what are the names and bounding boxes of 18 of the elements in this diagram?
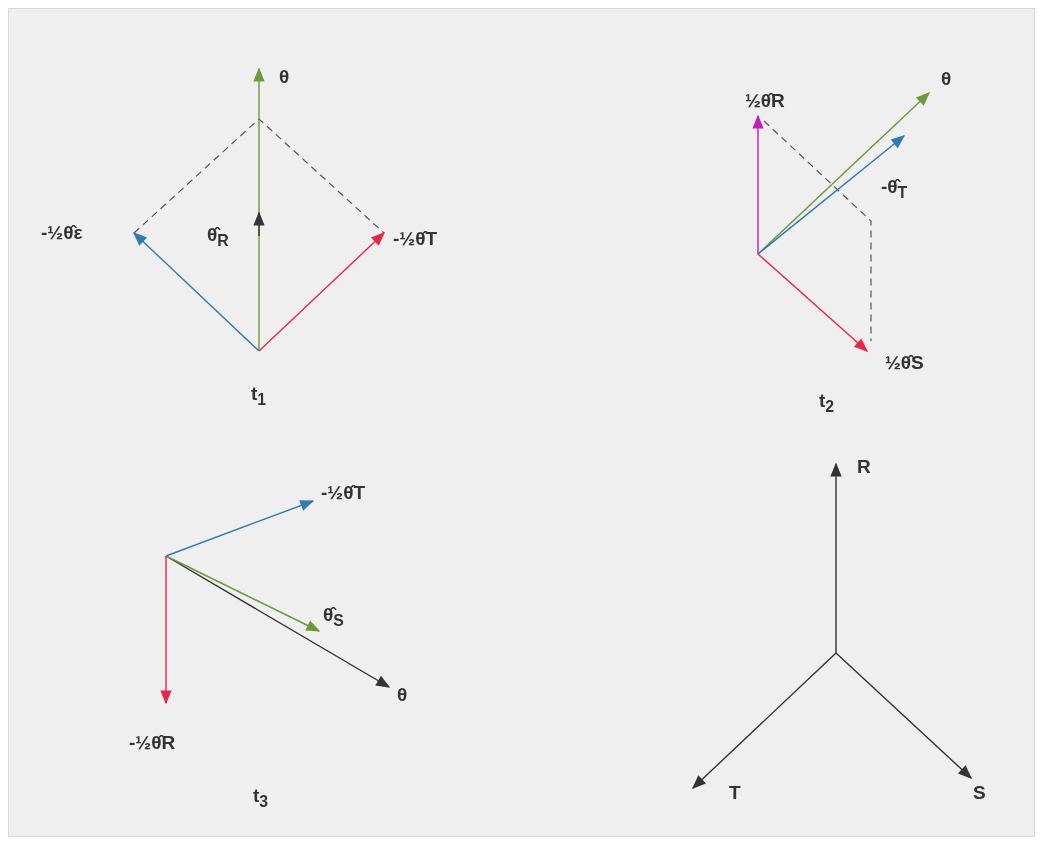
- phasor-label: -½θ̂T: [393, 229, 438, 248]
- time-label: t$_{2}$: [819, 391, 835, 415]
- phasor-label: θ: [397, 685, 408, 704]
- phasor-label: θ̂$_{S}$: [323, 605, 344, 629]
- time-label: t$_{1}$: [251, 384, 267, 408]
- axis-label: T: [729, 783, 741, 802]
- phasor-label: ½θ̂R: [745, 91, 785, 110]
- phasor-label: θ: [279, 67, 290, 86]
- phasor-label: -θ̂$_{T}$: [881, 177, 908, 201]
- phasor-label: θ: [941, 69, 952, 88]
- phasor-label: -½θ̂R: [129, 733, 176, 752]
- phasor-label: θ̂$_{R}$: [207, 225, 229, 249]
- axis-label: R: [857, 457, 871, 476]
- time-label: t$_{3}$: [253, 786, 269, 810]
- phasor-label: -½θ̂ε: [41, 223, 83, 242]
- phasor-label: ½θ̂S: [885, 353, 924, 372]
- phasor-label: -½θ̂T: [321, 483, 366, 502]
- axis-label: S: [973, 783, 986, 802]
